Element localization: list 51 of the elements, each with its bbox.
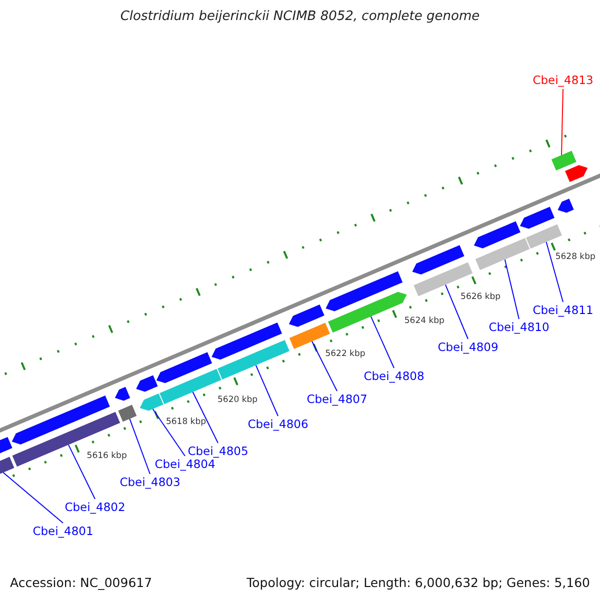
leader-line — [445, 284, 468, 340]
gene-bar — [558, 198, 574, 213]
gene-bar — [114, 386, 130, 401]
gene-label: Cbei_4808 — [364, 369, 424, 384]
scale-label: 5618 kbp — [166, 417, 206, 428]
gene-label: Cbei_4805 — [188, 444, 248, 459]
gene-bar — [474, 221, 520, 248]
gene-label: Cbei_4804 — [154, 457, 216, 472]
leader-line — [370, 316, 394, 368]
gene-label: Cbei_4807 — [306, 392, 368, 407]
gene-bar — [118, 404, 137, 422]
gene-bar — [212, 322, 282, 360]
footer-text: Topology: circular; Length: 6,000,632 bp; Genes: 5,160 — [246, 575, 590, 590]
gene-label: Cbei_4810 — [488, 320, 550, 335]
gene-bar — [520, 206, 554, 229]
gene-label: Cbei_4803 — [120, 475, 180, 490]
gene-bar — [475, 238, 530, 270]
gene-label: Cbei_4809 — [438, 340, 498, 355]
gene-label: Cbei_4801 — [32, 524, 94, 539]
scale-label: 5624 kbp — [404, 316, 444, 326]
gene-label: Cbei_4813 — [532, 73, 594, 88]
gene-bar — [140, 393, 164, 411]
leader-line — [68, 444, 96, 500]
gene-bar — [551, 150, 576, 170]
gene-bar — [289, 322, 330, 350]
gene-label: Cbei_4811 — [532, 303, 594, 318]
gene-bar — [326, 271, 403, 312]
leader-line — [152, 408, 186, 456]
gene-label: Cbei_4802 — [64, 500, 126, 515]
leader-line — [504, 259, 520, 320]
gene-bar — [288, 304, 324, 327]
gene-bar — [328, 292, 407, 333]
scale-label: 5622 kbp — [325, 349, 366, 360]
title: Clostridium beijerinckii NCIMB 8052, complete genome — [119, 9, 481, 24]
gene-bar — [12, 396, 110, 444]
gene-bar — [526, 224, 562, 249]
scale-label: 5628 kbp — [555, 252, 596, 262]
leader-line — [312, 340, 338, 392]
footer-text: Accession: NC_009617 — [10, 575, 152, 590]
leader-line — [255, 364, 278, 416]
gene-bar — [412, 245, 464, 274]
gene-bar — [218, 340, 290, 380]
scale-label: 5620 kbp — [218, 395, 258, 406]
leader-line — [561, 88, 564, 156]
gene-bar — [136, 375, 158, 392]
gene-bar — [156, 352, 212, 384]
gene-label: Cbei_4806 — [248, 417, 308, 432]
scale-label: 5626 kbp — [460, 292, 501, 302]
gene-bar — [565, 165, 588, 182]
scale-label: 5616 kbp — [86, 450, 127, 461]
leader-line — [2, 472, 64, 524]
